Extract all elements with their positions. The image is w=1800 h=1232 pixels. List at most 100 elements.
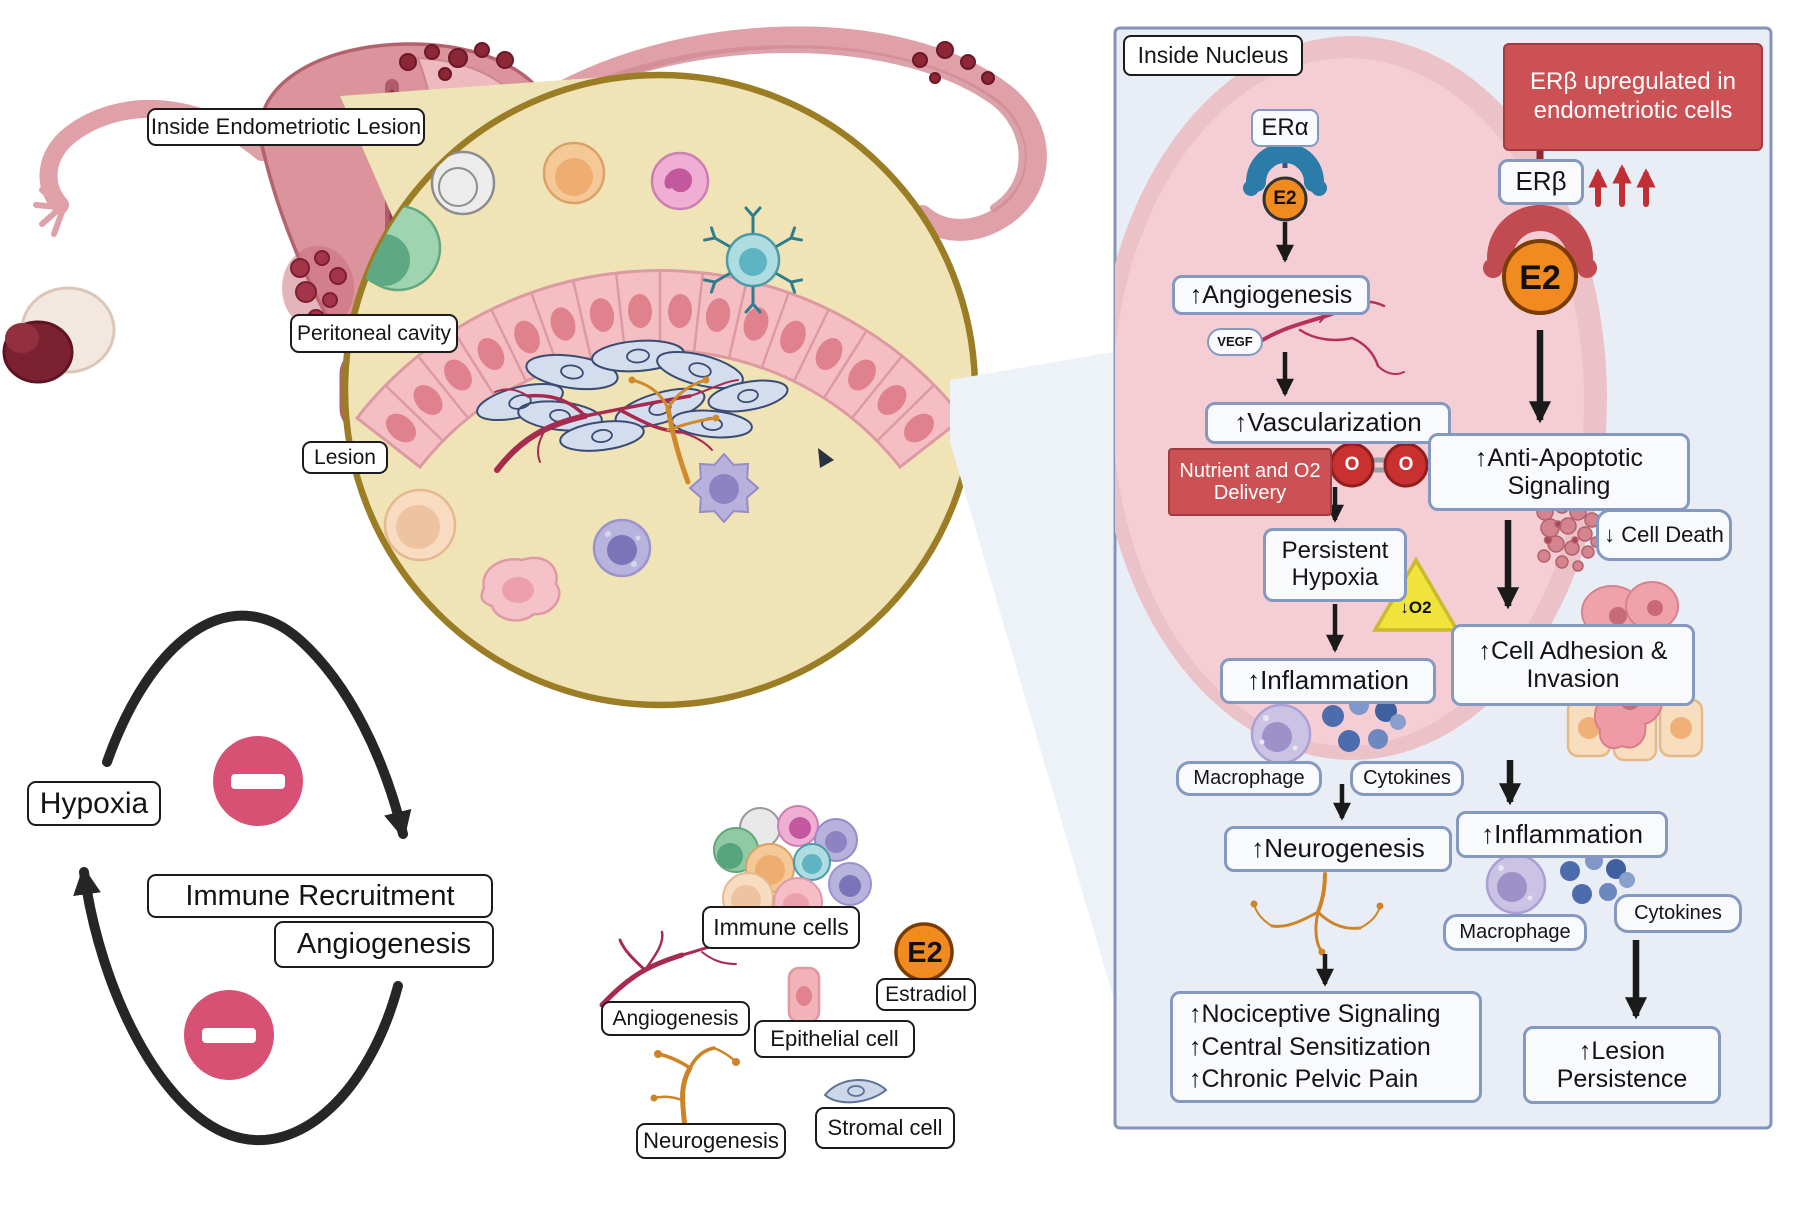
legend-neurogenesis-text: Neurogenesis: [643, 1127, 779, 1153]
vascularization-box: ↑Vascularization: [1205, 402, 1451, 444]
inside-lesion-text: Inside Endometriotic Lesion: [150, 113, 422, 139]
legend-estradiol-label: Estradiol: [876, 978, 976, 1011]
macrophage-pill-right: Macrophage: [1443, 914, 1587, 951]
o-glyph: O: [1398, 454, 1414, 476]
cell-adhesion-text: ↑Cell Adhesion & Invasion: [1478, 637, 1668, 693]
immune-recruitment-label: Immune Recruitment: [147, 874, 493, 918]
cytokines-pill-right: Cytokines: [1614, 894, 1742, 933]
legend-angiogenesis-text: Angiogenesis: [612, 1006, 739, 1030]
flow-arrows: [1276, 222, 1648, 1020]
cell-death-text: ↓ Cell Death: [1604, 521, 1724, 547]
erb-e2-text: E2: [1510, 258, 1570, 298]
oxygen-atom-text: O: [1341, 452, 1363, 478]
outcome-pelvic-pain: ↑Chronic Pelvic Pain: [1189, 1065, 1419, 1094]
oxygen-molecule-icon: [1329, 442, 1429, 488]
lesion-persistence-box: ↑Lesion Persistence: [1523, 1026, 1721, 1104]
peritoneal-immune-cells: [354, 141, 804, 622]
lesion-nerve: [628, 376, 720, 485]
dendritic-cell: [702, 206, 804, 314]
lesion-text: Lesion: [314, 445, 376, 469]
inside-lesion-label: Inside Endometriotic Lesion: [147, 108, 425, 146]
legend-neurogenesis-icon: [650, 1046, 740, 1131]
minus-icon: [184, 990, 274, 1080]
erb-upregulated-box: ERβ upregulated in endometriotic cells: [1503, 43, 1763, 151]
era-e2-glyph: E2: [1273, 188, 1297, 210]
outcome-nociceptive: ↑Nociceptive Signaling: [1189, 1000, 1441, 1029]
o-glyph: O: [1344, 454, 1360, 476]
apoptotic-cells-icon: [1536, 498, 1602, 572]
immune-recruitment-text: Immune Recruitment: [185, 879, 455, 912]
era-e2-text: E2: [1264, 184, 1306, 214]
legend-estradiol-text: Estradiol: [885, 982, 967, 1006]
macrophage-text-left: Macrophage: [1193, 767, 1305, 790]
erb-label: ERβ: [1498, 159, 1584, 205]
zoom-wedge: [950, 352, 1113, 996]
era-receptor-icon: [1243, 143, 1327, 222]
cycle-arrow-down: [102, 610, 412, 840]
feedback-cycle: [73, 610, 412, 1145]
erb-upregulated-text: ERβ upregulated in endometriotic cells: [1530, 68, 1736, 124]
cytokines-icon-right: [1560, 852, 1635, 904]
legend-e2-text: E2: [896, 934, 954, 972]
o2-down-text: ↓O2: [1384, 594, 1448, 622]
persistent-hypoxia-box: Persistent Hypoxia: [1263, 528, 1407, 602]
nutrient-o2-box: Nutrient and O2 Delivery: [1168, 448, 1332, 516]
legend-epithelial-text: Epithelial cell: [770, 1025, 899, 1051]
cell-adhesion-box: ↑Cell Adhesion & Invasion: [1451, 624, 1695, 706]
legend-immune-cells-label: Immune cells: [702, 906, 860, 949]
inflammation-text-left: ↑Inflammation: [1247, 665, 1409, 696]
angiogenesis-text: ↑Angiogenesis: [1189, 281, 1353, 309]
macrophage-icon-right: [1485, 853, 1547, 915]
o2-down-glyph: ↓O2: [1400, 598, 1432, 618]
cytokines-icon-left: [1322, 695, 1406, 752]
vegf-pill: VEGF: [1207, 328, 1263, 356]
fallopian-tube-right: [509, 26, 1047, 241]
cycle-arrow-up: [73, 866, 403, 1145]
outcome-sensitization: ↑Central Sensitization: [1189, 1032, 1431, 1061]
neurogenesis-text: ↑Neurogenesis: [1251, 833, 1425, 864]
hypoxia-text: Hypoxia: [39, 786, 149, 820]
legend-immune-cells-text: Immune cells: [713, 913, 849, 940]
cytokines-text-right: Cytokines: [1634, 902, 1722, 925]
erb-text: ERβ: [1515, 166, 1567, 197]
epithelium-band: [354, 269, 966, 470]
anti-apoptotic-text: ↑Anti-Apoptotic Signaling: [1474, 444, 1644, 500]
legend-e2-glyph: E2: [907, 936, 943, 969]
neurogenesis-nerve-icon: [1250, 872, 1384, 956]
erb-e2-glyph: E2: [1519, 258, 1561, 297]
legend-stromal-text: Stromal cell: [827, 1114, 943, 1140]
anti-apoptotic-box: ↑Anti-Apoptotic Signaling: [1428, 433, 1690, 511]
legend-epithelial-icon: [787, 966, 821, 1024]
angiogenesis-box: ↑Angiogenesis: [1172, 275, 1370, 315]
era-text: ERα: [1261, 113, 1309, 141]
lesion-dots: [282, 41, 995, 330]
legend-stromal-icon: [823, 1079, 888, 1104]
inside-nucleus-label: Inside Nucleus: [1123, 35, 1303, 76]
neurogenesis-box: ↑Neurogenesis: [1224, 826, 1452, 872]
inflammation-box-left: ↑Inflammation: [1220, 658, 1436, 704]
minus-icon: [213, 736, 303, 826]
cycle-angiogenesis-text: Angiogenesis: [296, 928, 472, 961]
hypoxia-label: Hypoxia: [27, 781, 161, 826]
peritoneal-cavity-label: Peritoneal cavity: [290, 314, 458, 353]
vascularization-text: ↑Vascularization: [1234, 407, 1422, 438]
oxygen-atom-text: O: [1395, 452, 1417, 478]
macrophage-text-right: Macrophage: [1459, 921, 1571, 944]
legend-epithelial-label: Epithelial cell: [754, 1020, 915, 1058]
inflammation-box-right: ↑Inflammation: [1456, 811, 1668, 858]
erb-receptor-icon: [1483, 205, 1597, 315]
cytokines-pill-left: Cytokines: [1350, 761, 1464, 796]
fimbriae-left: [33, 187, 65, 237]
inflammation-text-right: ↑Inflammation: [1481, 818, 1643, 849]
lesion-persistence-text: ↑Lesion Persistence: [1556, 1037, 1688, 1093]
legend-angiogenesis-label: Angiogenesis: [601, 1001, 750, 1036]
nutrient-o2-text: Nutrient and O2 Delivery: [1179, 459, 1321, 504]
inside-nucleus-text: Inside Nucleus: [1137, 41, 1289, 68]
cycle-angiogenesis-label: Angiogenesis: [274, 921, 494, 968]
macrophage-icon-left: [1250, 703, 1312, 765]
lesion-cluster: [476, 339, 789, 452]
pointer-icon: [818, 448, 834, 468]
cytokines-text-left: Cytokines: [1363, 767, 1451, 790]
pain-outcomes-box: ↑Nociceptive Signaling ↑Central Sensitiz…: [1170, 991, 1482, 1103]
